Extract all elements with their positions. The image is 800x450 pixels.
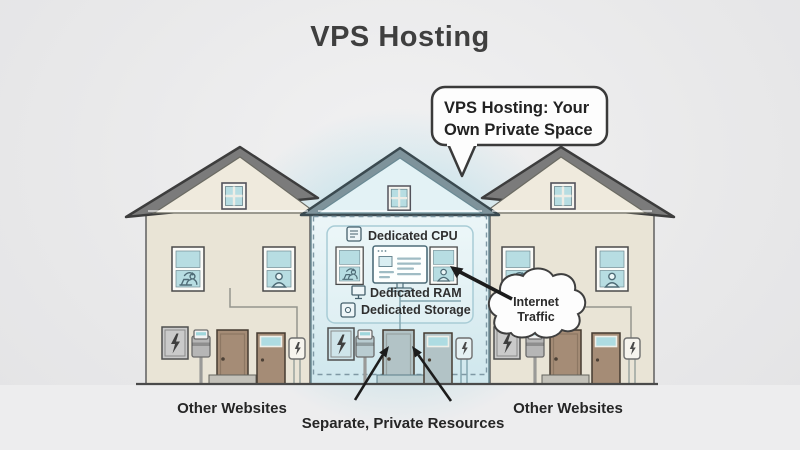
right-door-step: [541, 374, 590, 385]
cloud-label-line1: Internet: [513, 295, 560, 309]
door-arrow-right: [412, 346, 453, 402]
cpu-chip-icon-detail: [350, 230, 358, 238]
cloud-to-window-arrow: [450, 266, 513, 301]
cloud-label-line2: Traffic: [517, 310, 555, 324]
ram-monitor-icon: [351, 285, 366, 296]
dedicated-storage-row: Dedicated Storage: [340, 302, 471, 318]
left-electrical-panel-icon: [161, 326, 189, 360]
right-window-person: [595, 246, 629, 292]
conduit-line: [229, 288, 298, 338]
page-title: VPS Hosting: [310, 21, 490, 53]
caption-left-house: Other Websites: [177, 400, 287, 417]
dedicated-cpu-row: Dedicated CPU: [346, 226, 458, 243]
speech-bubble-line2: Own Private Space: [444, 121, 593, 139]
caption-vps-house: Separate, Private Resources: [302, 415, 505, 432]
caption-right-house: Other Websites: [513, 400, 623, 417]
left-door-step: [208, 374, 257, 385]
speech-bubble-tail-join: [447, 141, 477, 146]
vps-attic-window: [386, 184, 412, 212]
dedicated-storage-label: Dedicated Storage: [361, 303, 471, 317]
vps-electrical-panel-icon: [327, 327, 355, 361]
storage-drive-icon: [340, 302, 356, 318]
vps-transom-door: [423, 332, 453, 385]
right-attic-window: [549, 181, 577, 211]
door-arrow-left: [353, 346, 389, 401]
storage-drive-icon-disk: [344, 306, 352, 314]
left-window-person: [262, 246, 296, 292]
speech-bubble-line1: VPS Hosting: Your: [444, 99, 590, 117]
dedicated-ram-row: Dedicated RAM: [351, 285, 462, 300]
dedicated-ram-label: Dedicated RAM: [370, 286, 462, 300]
internet-traffic-cloud: Internet Traffic: [488, 267, 587, 339]
speech-bubble-tail: [446, 143, 478, 178]
speech-bubble-body: [430, 85, 609, 147]
browser-monitor-icon: [372, 245, 428, 292]
ram-monitor-icon-stand: [355, 295, 362, 300]
vps-window-laptop-person: [335, 246, 364, 286]
right-transom-door: [591, 332, 621, 385]
left-transom-door: [256, 332, 286, 385]
left-attic-window: [220, 181, 248, 211]
vps-door-step: [376, 374, 425, 385]
cloud-icon: [488, 267, 587, 339]
conduit-line: [399, 291, 461, 330]
speech-bubble: VPS Hosting: Your Own Private Space: [430, 85, 609, 178]
vps-house: Dedicated CPU Dedicated RAM: [312, 215, 488, 386]
dedicated-cpu-label: Dedicated CPU: [368, 229, 458, 243]
vps-window-person: [429, 246, 458, 286]
left-window-laptop-person: [171, 246, 205, 292]
